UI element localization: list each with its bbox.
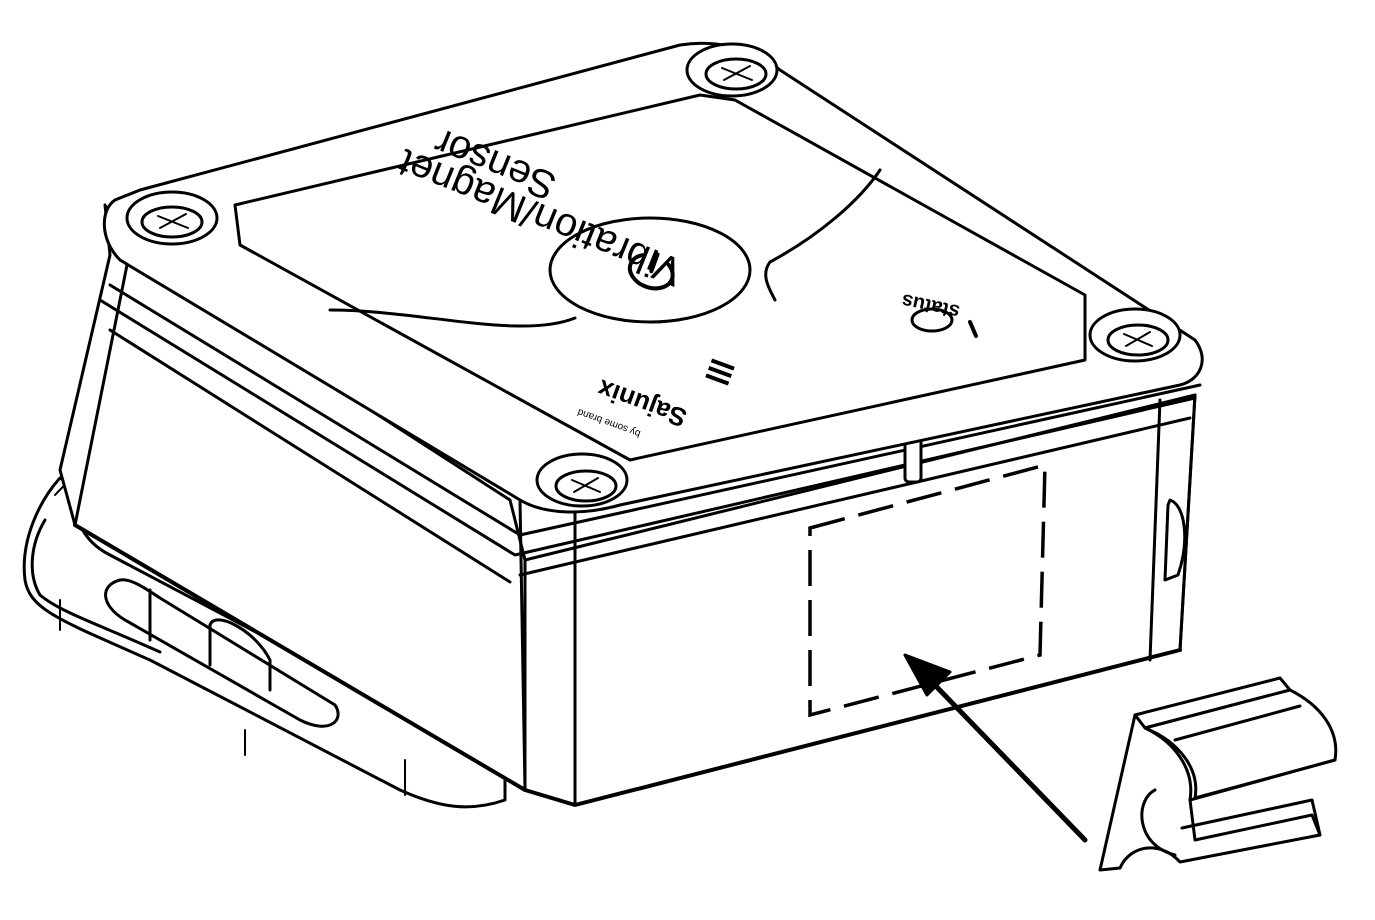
mounting-flange bbox=[22, 476, 507, 809]
mounting-placement-area bbox=[808, 462, 1047, 718]
screw-boss-top bbox=[685, 42, 779, 98]
screw-boss-right bbox=[1088, 307, 1182, 363]
power-icon bbox=[627, 252, 675, 291]
led-indicator-mark bbox=[968, 320, 978, 338]
placement-arrow bbox=[903, 653, 1088, 843]
brand-mark-icon bbox=[705, 358, 735, 386]
magnet-clip bbox=[1098, 676, 1338, 872]
power-button bbox=[548, 216, 752, 324]
sensor-lid: status Vibration/Magnet Sensor Sajunix b… bbox=[102, 41, 1204, 514]
screw-boss-front bbox=[535, 452, 629, 508]
screw-boss-left bbox=[125, 190, 219, 246]
